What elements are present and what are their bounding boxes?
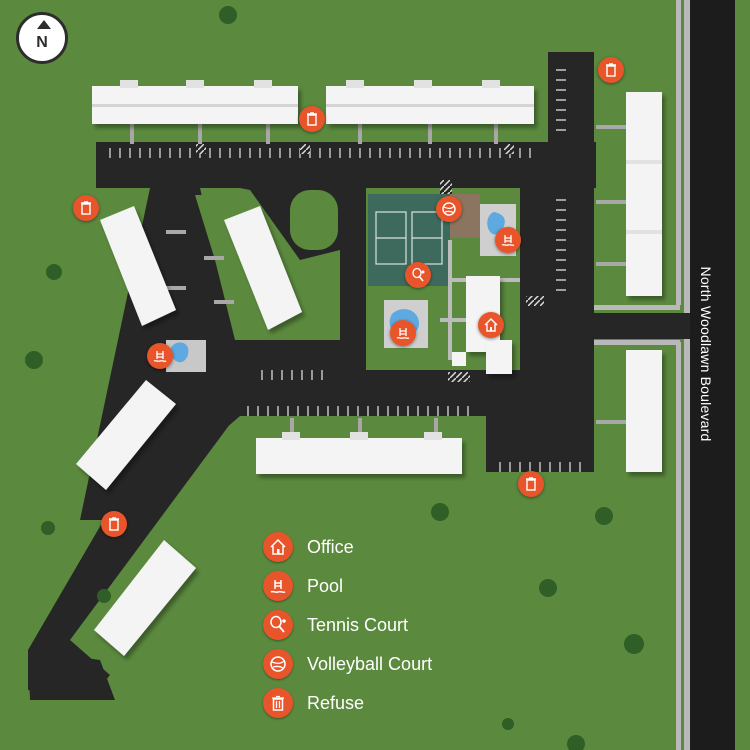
- pool-icon: [153, 351, 167, 362]
- legend-label: Volleyball Court: [307, 654, 433, 674]
- legend-item-refuse[interactable]: Refuse: [263, 688, 503, 727]
- refuse-icon: [81, 201, 91, 215]
- refuse-marker[interactable]: [101, 511, 127, 537]
- trees: [25, 6, 644, 750]
- pool-marker[interactable]: [390, 320, 416, 346]
- legend-label: Refuse: [307, 693, 365, 713]
- legend-item-office[interactable]: Office: [263, 532, 503, 571]
- pool-icon: [263, 571, 293, 601]
- legend-item-volleyball-court[interactable]: Volleyball Court: [263, 649, 503, 688]
- office-icon: [263, 532, 293, 562]
- compass: N: [16, 12, 68, 64]
- pool-icon: [396, 328, 410, 339]
- legend-item-tennis-court[interactable]: Tennis Court: [263, 610, 503, 649]
- refuse-icon: [263, 688, 293, 718]
- refuse-icon: [606, 63, 616, 77]
- tennis-icon: [412, 267, 425, 282]
- refuse-icon: [307, 112, 317, 126]
- refuse-icon: [526, 477, 536, 491]
- refuse-marker[interactable]: [518, 471, 544, 497]
- map-legend: Office Pool Tennis Court Volleyball Cour…: [263, 532, 503, 727]
- tennis-marker[interactable]: [405, 262, 431, 288]
- north-arrow-icon: [37, 20, 51, 29]
- refuse-marker[interactable]: [73, 195, 99, 221]
- legend-label: Pool: [307, 576, 344, 596]
- legend-label: Tennis Court: [307, 615, 409, 635]
- volleyball-icon: [263, 649, 293, 679]
- refuse-marker[interactable]: [299, 106, 325, 132]
- road-name: North Woodlawn Boulevard: [698, 266, 714, 442]
- refuse-marker[interactable]: [598, 57, 624, 83]
- volleyball-marker[interactable]: [436, 196, 462, 222]
- office-icon: [484, 318, 498, 332]
- volleyball-icon: [442, 202, 456, 216]
- parking-lot: [28, 52, 596, 700]
- legend-label: Office: [307, 537, 354, 557]
- pool-icon: [501, 235, 515, 246]
- legend-item-pool[interactable]: Pool: [263, 571, 503, 610]
- office-marker[interactable]: [478, 312, 504, 338]
- compass-label: N: [36, 34, 48, 51]
- tennis-icon: [263, 610, 293, 640]
- pool-marker[interactable]: [147, 343, 173, 369]
- entrance-drive: [590, 313, 690, 339]
- refuse-icon: [109, 517, 119, 531]
- pool-marker[interactable]: [495, 227, 521, 253]
